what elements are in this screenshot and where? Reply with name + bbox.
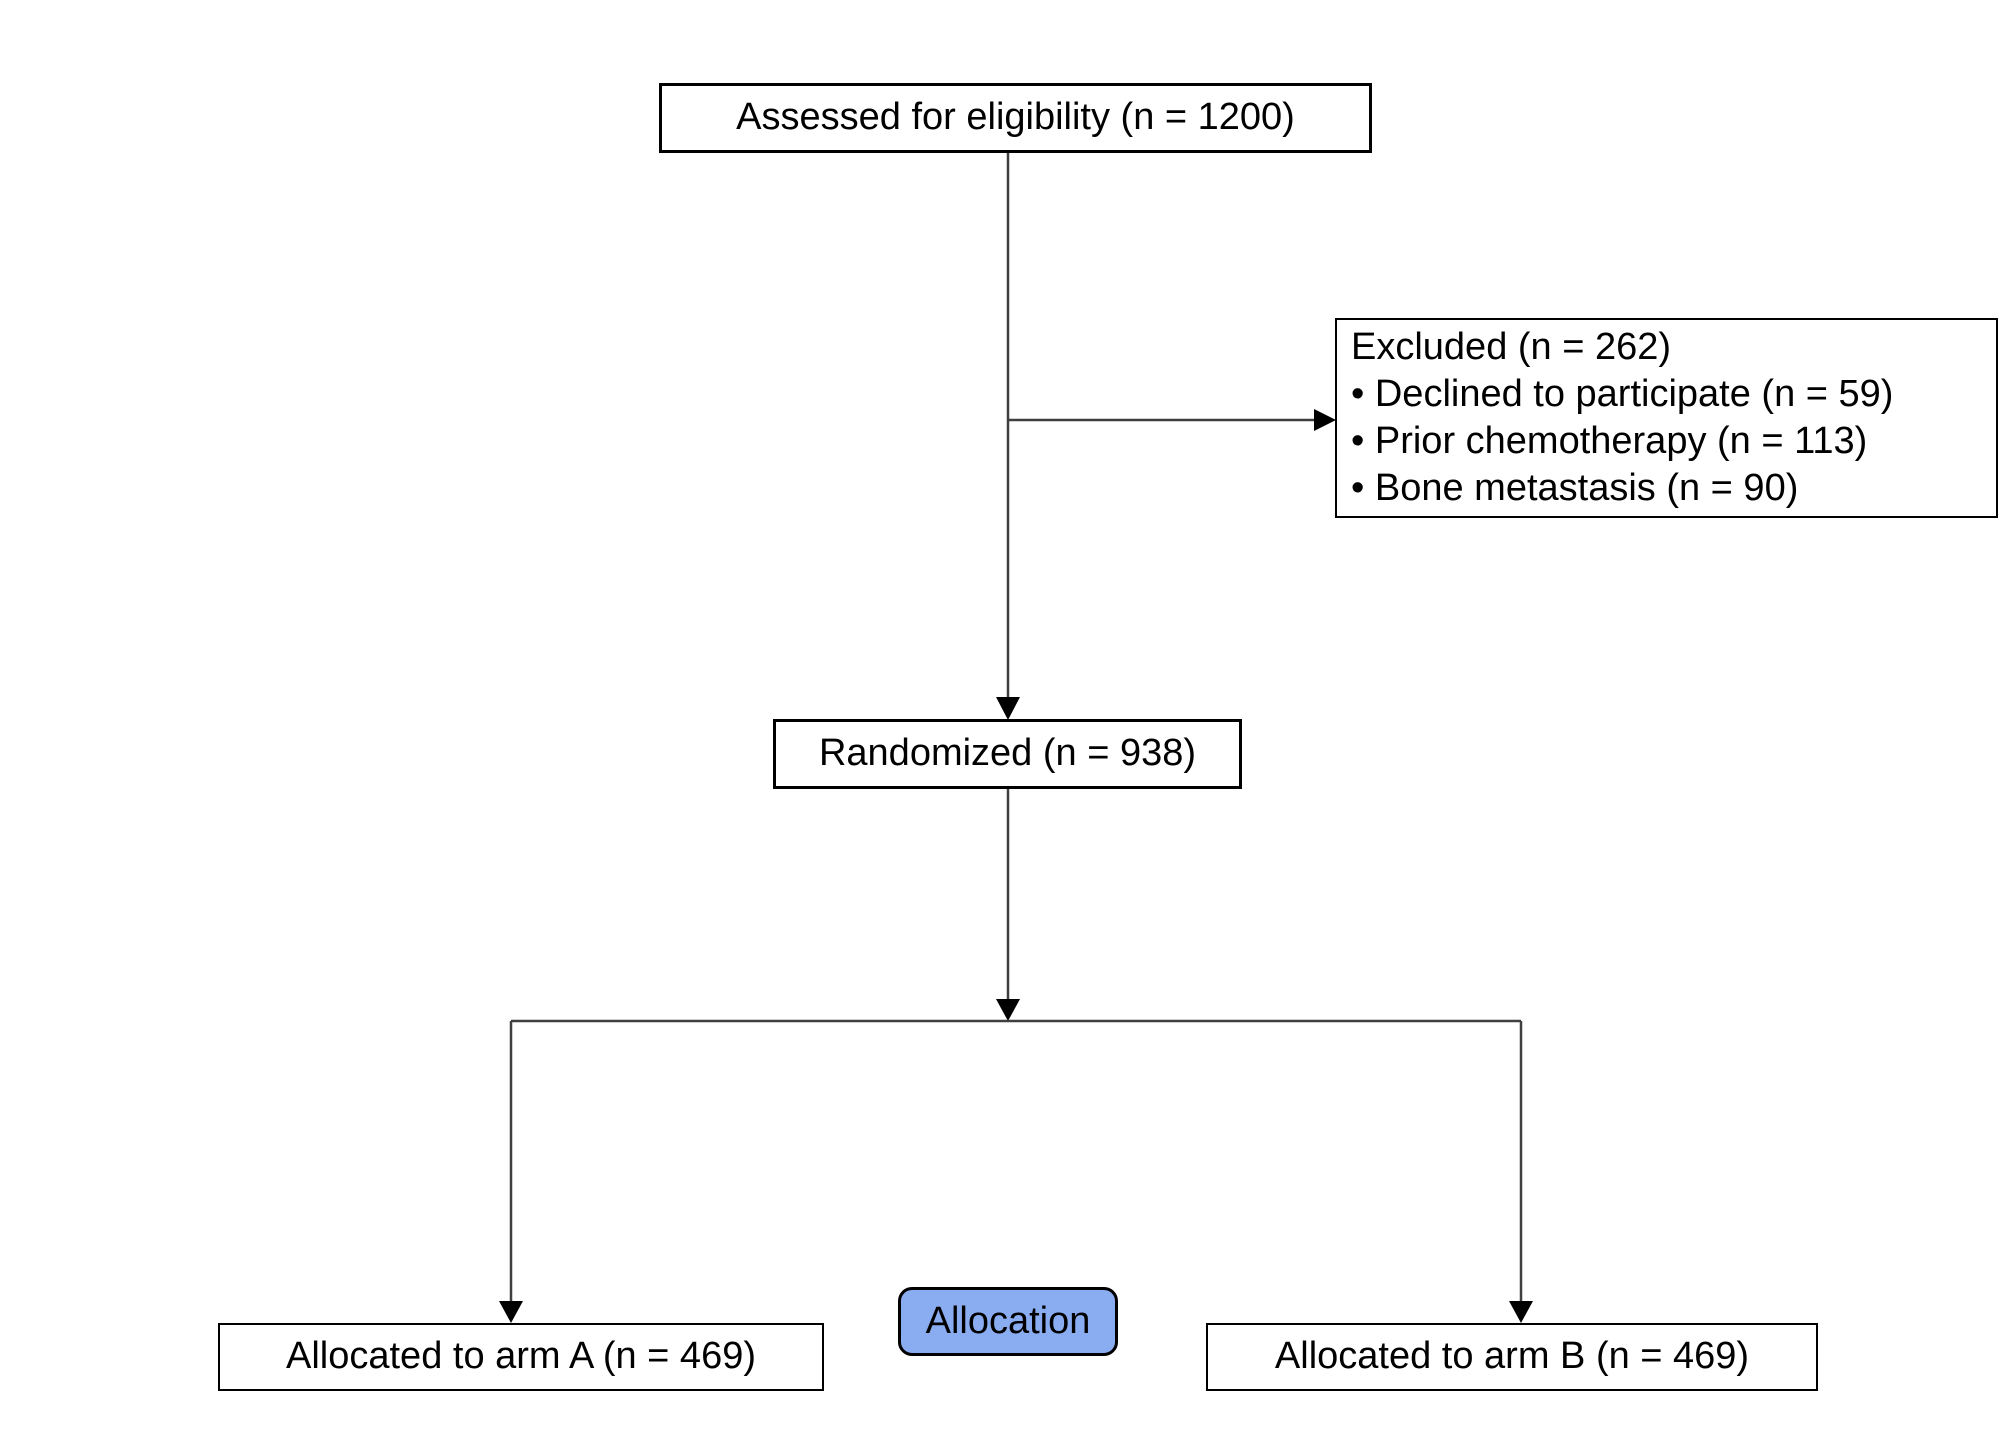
arrowhead-into-split bbox=[996, 999, 1020, 1021]
arrowhead-into-excluded bbox=[1314, 409, 1336, 431]
node-randomized: Randomized (n = 938) bbox=[773, 719, 1242, 789]
excluded-item-prior-chemotherapy: • Prior chemotherapy (n = 113) bbox=[1351, 420, 1868, 462]
node-excluded: Excluded (n = 262) • Declined to partici… bbox=[1335, 318, 1998, 518]
arrowhead-into-arm-a bbox=[499, 1301, 523, 1323]
excluded-title: Excluded (n = 262) bbox=[1351, 326, 1672, 368]
arrowhead-into-arm-b bbox=[1509, 1301, 1533, 1323]
arm-a-label: Allocated to arm A (n = 469) bbox=[286, 1335, 756, 1378]
assessed-label: Assessed for eligibility (n = 1200) bbox=[736, 96, 1295, 139]
node-allocated-arm-b: Allocated to arm B (n = 469) bbox=[1206, 1323, 1818, 1391]
excluded-item-declined: • Declined to participate (n = 59) bbox=[1351, 373, 1894, 415]
arrowhead-into-randomized bbox=[996, 697, 1020, 720]
node-allocated-arm-a: Allocated to arm A (n = 469) bbox=[218, 1323, 824, 1391]
excluded-item-bone-metastasis: • Bone metastasis (n = 90) bbox=[1351, 467, 1799, 509]
randomized-label: Randomized (n = 938) bbox=[818, 732, 1197, 775]
arm-b-label: Allocated to arm B (n = 469) bbox=[1274, 1335, 1750, 1378]
allocation-stage-label: Allocation bbox=[925, 1300, 1091, 1342]
allocation-stage-badge: Allocation bbox=[898, 1287, 1118, 1356]
node-assessed-for-eligibility: Assessed for eligibility (n = 1200) bbox=[659, 83, 1372, 153]
